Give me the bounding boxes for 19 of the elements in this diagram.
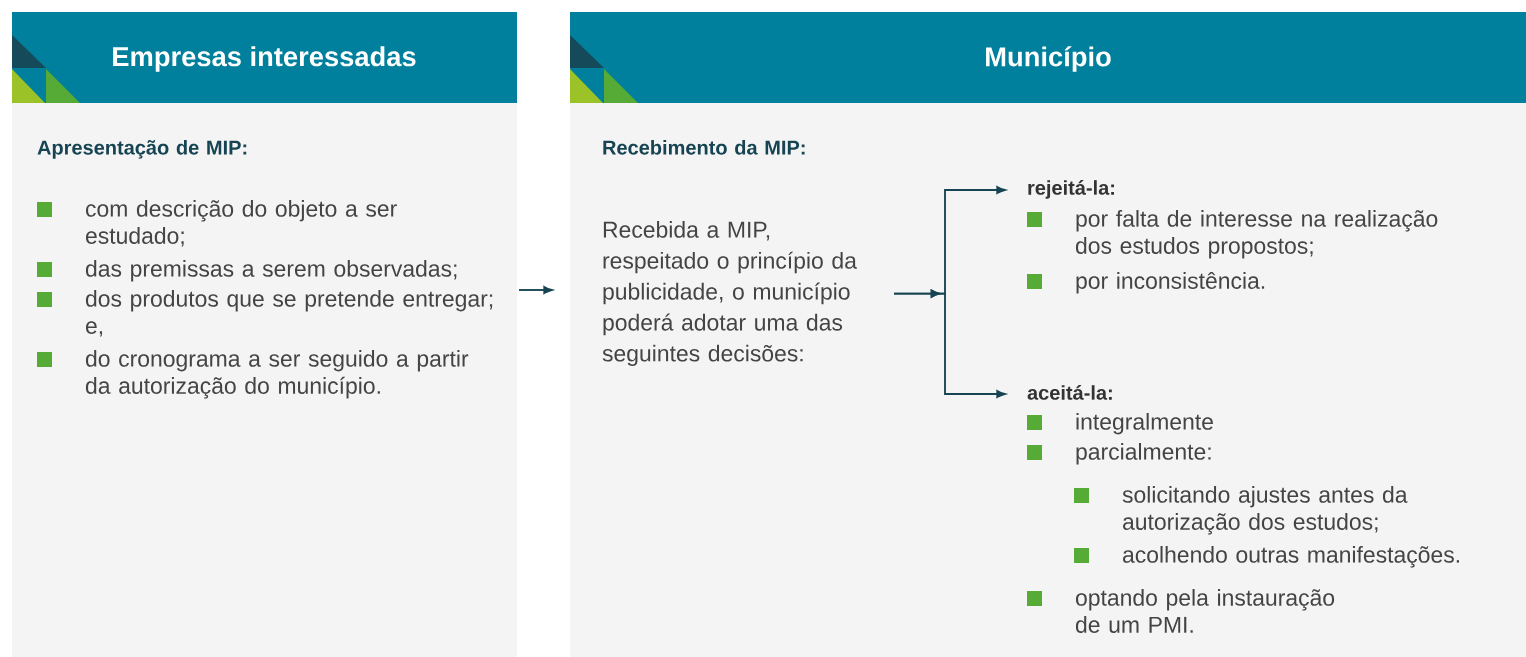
subheading: Apresentação de MIP:	[37, 140, 247, 159]
option-heading: rejeitá-la:	[1028, 180, 1114, 199]
list-item: com descrição do objeto a ser estudado;	[86, 200, 397, 247]
list-item: optando pela instauração de um PMI.	[1076, 589, 1335, 633]
list-item: acolhendo outras manifestações.	[1123, 546, 1459, 568]
list-item: das premissas a serem observadas;	[85, 260, 457, 282]
option-heading: aceitá-la:	[1027, 385, 1112, 400]
header-band: Município	[570, 12, 1526, 103]
list-item: por falta de interesse na realização dos estudos propostos;	[1076, 210, 1438, 259]
subheading: Recebimento da MIP:	[603, 140, 805, 155]
list-item: solicitando ajustes antes da autorização dos estudos;	[1122, 486, 1408, 535]
header-band: Empresas interessadas	[12, 12, 517, 103]
arrow	[518, 286, 553, 294]
list-item: por inconsistência.	[1076, 272, 1265, 294]
list-item: integralmente	[1076, 413, 1213, 435]
list-item: parcialmente:	[1076, 443, 1211, 465]
paragraph: Recebida a MIP, respeitado o princípio da publicidade, o município poderá adotar uma das seguintes decisões:	[602, 221, 857, 367]
arrow	[893, 289, 1006, 398]
list-item: do cronograma a ser seguido a partir da autorização do município.	[85, 350, 469, 399]
